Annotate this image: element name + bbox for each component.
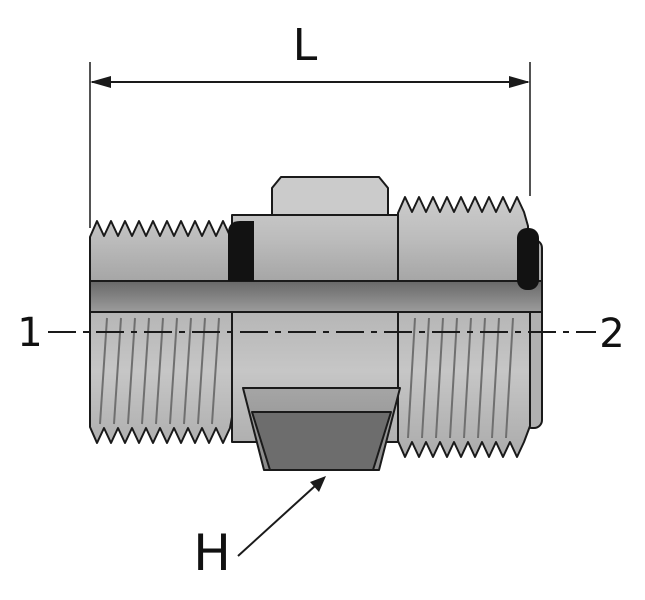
- center-body-top: [231, 214, 399, 282]
- right-thread-top-profile: [397, 196, 529, 282]
- dimension-arrow-left: [90, 76, 111, 88]
- left-thread-lines: [99, 317, 220, 425]
- left-thread-bottom-profile: [89, 311, 233, 444]
- port-2-label: 2: [599, 311, 624, 357]
- dimension-arrow-right: [509, 76, 530, 88]
- body-shadow-band: [89, 280, 543, 313]
- right-thread-lines: [407, 317, 514, 439]
- o-ring-seal: [517, 228, 539, 290]
- length-dimension-label: L: [293, 20, 318, 71]
- hex-leader-arrow: [310, 476, 326, 492]
- port-1-label: 1: [17, 310, 42, 356]
- hex-dimension-label: H: [193, 524, 231, 582]
- left-thread-top-profile: [89, 220, 233, 282]
- hex-leader-line: [237, 485, 316, 557]
- hex-nut-front-face: [251, 411, 392, 471]
- hex-top-flat: [271, 176, 389, 216]
- retaining-seal: [228, 221, 254, 281]
